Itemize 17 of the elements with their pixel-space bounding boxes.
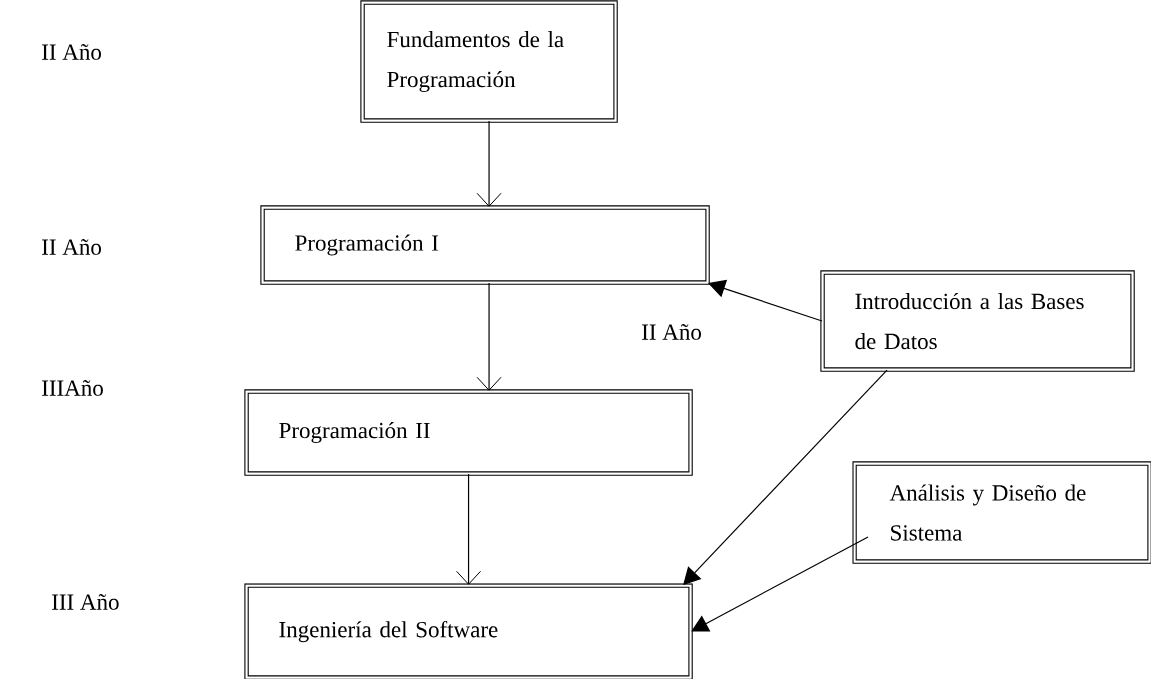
year-label: III Año (52, 594, 119, 610)
course-box: Programación II (244, 389, 693, 476)
year-label: II Año (42, 44, 101, 60)
arrow (683, 369, 888, 585)
arrow (456, 473, 482, 585)
course-box: Fundamentos de la Programación (360, 0, 618, 123)
arrow (691, 536, 869, 632)
course-box: Ingeniería del Software (244, 583, 693, 679)
course-box: Programación I (260, 205, 710, 285)
course-box: Introducción a las Bases de Datos (820, 270, 1135, 372)
arrow (708, 279, 823, 322)
year-label: II Año (642, 324, 701, 340)
year-label: IIIAño (42, 380, 103, 396)
year-label: II Año (42, 239, 101, 255)
arrow (476, 120, 502, 207)
arrow (476, 282, 502, 391)
course-box: Análisis y Diseño de Sistema (852, 461, 1151, 564)
